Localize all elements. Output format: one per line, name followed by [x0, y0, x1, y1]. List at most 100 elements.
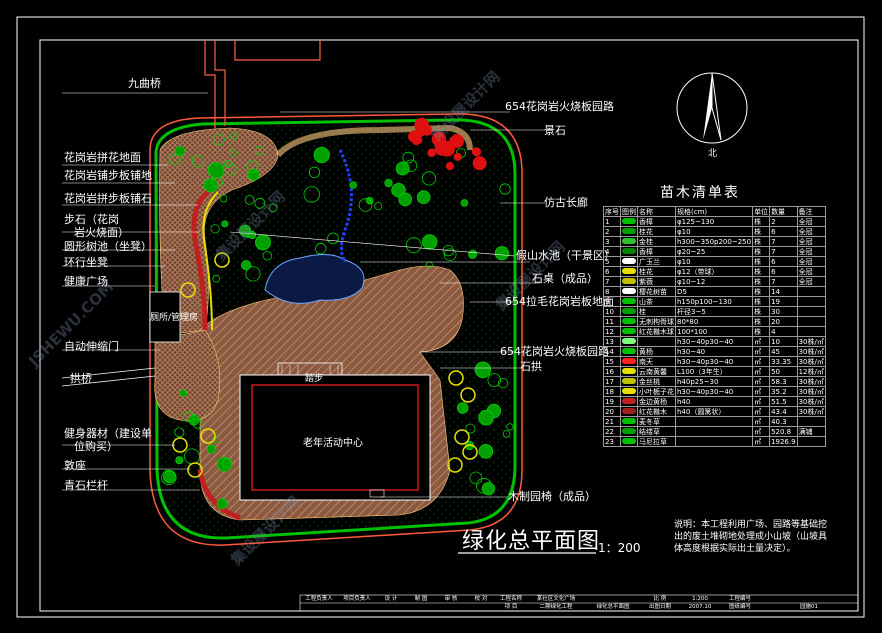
table-cell: ㎡: [752, 436, 771, 447]
yellow-tree-icon: [447, 457, 463, 473]
tree-icon: [207, 162, 225, 179]
plant-table-title: 苗木清单表: [660, 185, 740, 201]
tree-icon: [456, 402, 469, 414]
red-hedge-band: [191, 188, 212, 331]
tree-icon: [402, 151, 415, 164]
yellow-tree-icon: [462, 444, 478, 460]
table-cell: 小叶栀子花: [637, 386, 676, 397]
yellow-tree-icon: [187, 462, 203, 478]
table-header-cell: 备注: [796, 206, 826, 217]
table-cell: 20: [769, 316, 798, 327]
table-cell: [674, 436, 754, 447]
table-cell: 35.2: [769, 386, 798, 397]
table-cell: φ12（带球）: [674, 266, 754, 277]
table-cell: 7: [769, 246, 798, 257]
yellow-tree-icon: [460, 387, 476, 403]
tree-icon: [212, 274, 220, 283]
red-flower-tree-icon: [427, 148, 436, 157]
legend-swatch-icon: [622, 327, 636, 334]
table-cell: 株: [752, 326, 771, 337]
table-cell: 马尼拉草: [637, 436, 676, 447]
label-stone-table: 石桌（成品）: [532, 272, 598, 285]
table-cell: [796, 436, 826, 447]
tree-group: [161, 132, 514, 510]
table-cell: 株: [752, 276, 771, 287]
table-cell: 30株/㎡: [796, 386, 826, 397]
table-cell: h30~40p30~40: [674, 356, 754, 367]
table-cell: 3: [603, 236, 621, 247]
table-cell: 10: [769, 336, 798, 347]
table-cell: 株: [752, 256, 771, 267]
title-block-cell: 项 目: [504, 604, 518, 610]
label-fitness-equipment: 健身器材（建设单: [64, 427, 152, 440]
table-cell: 结缕草: [637, 426, 676, 437]
table-cell: 株: [752, 226, 771, 237]
nine-curve-bridge: [204, 40, 321, 128]
table-cell: 50: [769, 366, 798, 377]
legend-swatch-cell: [620, 336, 638, 347]
tree-icon: [221, 220, 229, 228]
legend-swatch-icon: [622, 357, 636, 364]
legend-swatch-icon: [622, 227, 636, 234]
legend-swatch-cell: [620, 366, 638, 377]
table-cell: 株: [752, 296, 771, 307]
label-entrance-steps: 踏步: [305, 374, 324, 384]
title-block-cell: 图纸编号: [728, 604, 751, 610]
title-block-cell: [406, 603, 436, 611]
legend-swatch-cell: [620, 436, 638, 447]
table-cell: 43.4: [769, 406, 798, 417]
table-cell: 广玉兰: [637, 256, 676, 267]
tree-icon: [499, 183, 511, 195]
title-block-cell: 项目负责人: [343, 596, 371, 602]
tree-icon: [254, 197, 266, 209]
title-block-cell: [436, 603, 466, 611]
table-header-cell: 名称: [637, 206, 676, 217]
table-cell: 19: [603, 396, 621, 407]
curved-garden-path: [275, 124, 473, 158]
title-block-cell: 比 例: [653, 596, 667, 602]
title-block-cell: 园施01: [800, 604, 818, 610]
table-cell: 9: [603, 296, 621, 307]
red-flower-tree-icon: [414, 126, 426, 137]
legend-swatch-icon: [622, 437, 636, 444]
title-block-cell: 制 图: [414, 596, 428, 602]
table-cell: 全冠: [796, 266, 826, 277]
tree-icon: [478, 409, 494, 426]
tree-icon: [203, 178, 219, 193]
legend-swatch-icon: [622, 277, 636, 284]
tree-icon: [254, 146, 265, 156]
table-cell: h30~40p30~40: [674, 336, 754, 347]
label-rockery-pool: 假山水池（干景区）: [516, 249, 615, 262]
drawing-title: 绿化总平面图: [462, 529, 601, 554]
table-cell: h40p25~30: [674, 376, 754, 387]
tree-icon: [303, 186, 320, 203]
tree-icon: [469, 471, 483, 485]
label-auto-gate: 自动伸缩门: [64, 340, 119, 353]
label-granite-step-stone: 花岗岩拼步板铺石: [64, 192, 152, 205]
label-fitness-equipment-2: 位购买）: [74, 440, 118, 453]
legend-swatch-cell: [620, 216, 638, 227]
table-cell: 12: [603, 326, 621, 337]
table-cell: [796, 306, 826, 317]
tree-icon: [219, 194, 228, 203]
label-nine-curve-bridge: 九曲桥: [128, 77, 161, 90]
tree-icon: [384, 178, 393, 188]
stream: [338, 149, 353, 263]
tree-icon: [494, 246, 510, 261]
table-cell: φ10~12: [674, 276, 754, 287]
tree-icon: [192, 418, 203, 429]
tree-icon: [246, 160, 259, 173]
table-cell: [796, 316, 826, 327]
table-cell: 33.35: [769, 356, 798, 367]
tree-icon: [174, 427, 185, 438]
table-cell: 黄杨: [637, 346, 676, 357]
tree-icon: [182, 411, 194, 423]
legend-swatch-cell: [620, 246, 638, 257]
